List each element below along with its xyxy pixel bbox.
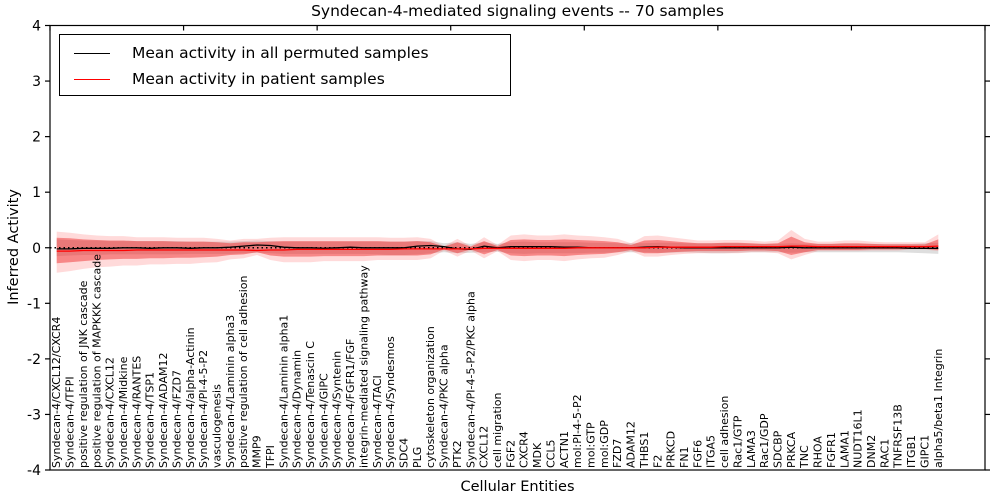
y-tick-label: 0 <box>32 241 41 257</box>
x-tick-label: Syndecan-4/GIPC <box>317 373 330 468</box>
x-tick-label: Syndecan-4/Laminin alpha1 <box>277 315 290 468</box>
x-tick-label: ITGB1 <box>905 435 918 468</box>
x-tick-label: TFPI <box>264 445 277 469</box>
x-tick-label: ITGA5 <box>705 435 718 468</box>
y-tick-label: 2 <box>32 130 41 146</box>
x-tick-label: PRKCD <box>665 431 678 468</box>
y-axis-label: Inferred Activity <box>6 189 22 305</box>
legend-item-patient: Mean activity in patient samples <box>74 66 510 92</box>
x-tick-label: Syndecan-4/CXCL12/CXCR4 <box>50 317 63 468</box>
x-tick-label: FGF6 <box>691 440 704 468</box>
x-tick-label: Rac1/GTP <box>731 415 744 468</box>
series-line <box>56 245 939 252</box>
x-tick-label: Syndecan-4/FZD7 <box>170 370 183 468</box>
x-tick-label: ACTN1 <box>558 431 571 468</box>
x-tick-label: cell migration <box>491 392 504 468</box>
x-tick-label: TNC <box>798 445 811 469</box>
x-tick-label: PRKCA <box>785 431 798 468</box>
x-tick-label: GIPC1 <box>918 435 931 468</box>
x-tick-label: positive regulation of MAPKKK cascade <box>90 254 103 468</box>
x-tick-label: MDK <box>531 442 544 468</box>
x-tick-label: RAC1 <box>878 439 891 468</box>
x-tick-label: MMP9 <box>251 435 264 468</box>
x-tick-label: mol:PI-4-5-P2 <box>571 394 584 468</box>
x-tick-label: LAMA3 <box>745 430 758 468</box>
x-tick-label: DNM2 <box>865 435 878 468</box>
x-tick-label: cytoskeleton organization <box>424 326 437 468</box>
patient-line-swatch-icon <box>74 78 110 80</box>
y-tick-label: -2 <box>27 352 41 368</box>
x-tick-label: Syndecan-4/RANTES <box>130 356 143 468</box>
x-tick-label: FGFR1 <box>825 432 838 468</box>
x-tick-label: NUDT16L1 <box>852 409 865 468</box>
x-axis-label: Cellular Entities <box>460 479 575 495</box>
x-tick-label: LAMA1 <box>838 430 851 468</box>
x-tick-label: alpha5/beta1 Integrin <box>932 349 945 468</box>
y-tick-label: 3 <box>32 74 41 90</box>
x-tick-label: positive regulation of cell adhesion <box>237 275 250 468</box>
x-tick-label: CCL5 <box>544 440 557 469</box>
x-tick-label: SDCBP <box>772 430 785 468</box>
x-tick-label: FN1 <box>678 446 691 468</box>
x-tick-label: Syndecan-4/Laminin alpha3 <box>224 315 237 468</box>
x-tick-label: PTK2 <box>451 440 464 468</box>
x-tick-label: ADAM12 <box>625 421 638 468</box>
x-tick-label: Rac1/GDP <box>758 413 771 468</box>
x-tick-label: Syndecan-4/alpha-Actinin <box>184 327 197 468</box>
x-tick-label: SDC4 <box>398 438 411 468</box>
y-tick-label: -3 <box>27 407 41 423</box>
x-tick-label: TNFRSF13B <box>892 404 905 469</box>
x-tick-label: Syndecan-4/PI-4-5-P2 <box>197 350 210 468</box>
x-tick-label: Syndecan-4/PI-4-5-P2/PKC alpha <box>464 291 477 468</box>
legend-label-permuted: Mean activity in all permuted samples <box>132 44 429 62</box>
y-tick-label: 1 <box>32 185 41 201</box>
x-tick-label: F2 <box>651 455 664 468</box>
x-tick-label: FZD7 <box>611 439 624 468</box>
x-tick-label: Syndecan-4/FGFR1/FGF <box>344 339 357 468</box>
x-tick-label: mol:GTP <box>585 422 598 468</box>
x-tick-label: Syndecan-4/ADAM12 <box>157 353 170 468</box>
chart-title: Syndecan-4-mediated signaling events -- … <box>311 2 724 20</box>
x-tick-label: Syndecan-4/TACI <box>371 375 384 468</box>
x-tick-label: cell adhesion <box>718 396 731 468</box>
patient-samples-outer-range-band <box>56 230 939 273</box>
x-tick-label: Syndecan-4/TFPI <box>64 376 77 468</box>
legend: Mean activity in all permuted samples Me… <box>59 34 511 96</box>
x-tick-label: RHOA <box>812 436 825 468</box>
x-tick-label: CXCR4 <box>518 431 531 468</box>
x-tick-label: Syndecan-4/Dynamin <box>291 350 304 468</box>
legend-label-patient: Mean activity in patient samples <box>132 70 385 88</box>
x-tick-label: Syndecan-4/Syndesmos <box>384 336 397 468</box>
x-tick-label: mol:GDP <box>598 420 611 468</box>
y-tick-label: 4 <box>32 19 41 35</box>
x-tick-label: positive regulation of JNK cascade <box>77 280 90 468</box>
x-tick-label: Syndecan-4/CXCL12 <box>104 357 117 468</box>
x-tick-label: Syndecan-4/PKC alpha <box>438 344 451 468</box>
x-tick-label: FGF2 <box>504 440 517 468</box>
patient-samples-inner-range-band <box>56 236 939 264</box>
x-tick-label: Syndecan-4/Midkine <box>117 356 130 468</box>
x-tick-label: PLG <box>411 447 424 468</box>
x-tick-label: Syndecan-4/TSP1 <box>144 372 157 468</box>
x-tick-label: vasculogenesis <box>211 384 224 468</box>
y-tick-label: -4 <box>27 463 41 479</box>
legend-item-permuted: Mean activity in all permuted samples <box>74 40 510 66</box>
x-tick-label: Syndecan-4/Tenascin C <box>304 341 317 468</box>
y-tick-label: -1 <box>27 296 41 312</box>
x-tick-label: integrin-mediated signaling pathway <box>357 265 370 468</box>
x-tick-label: Syndecan-4/Syntenin <box>331 351 344 468</box>
x-tick-label: CXCL12 <box>478 426 491 468</box>
permuted-line-swatch-icon <box>74 52 110 54</box>
x-tick-label: THBS1 <box>638 432 651 469</box>
